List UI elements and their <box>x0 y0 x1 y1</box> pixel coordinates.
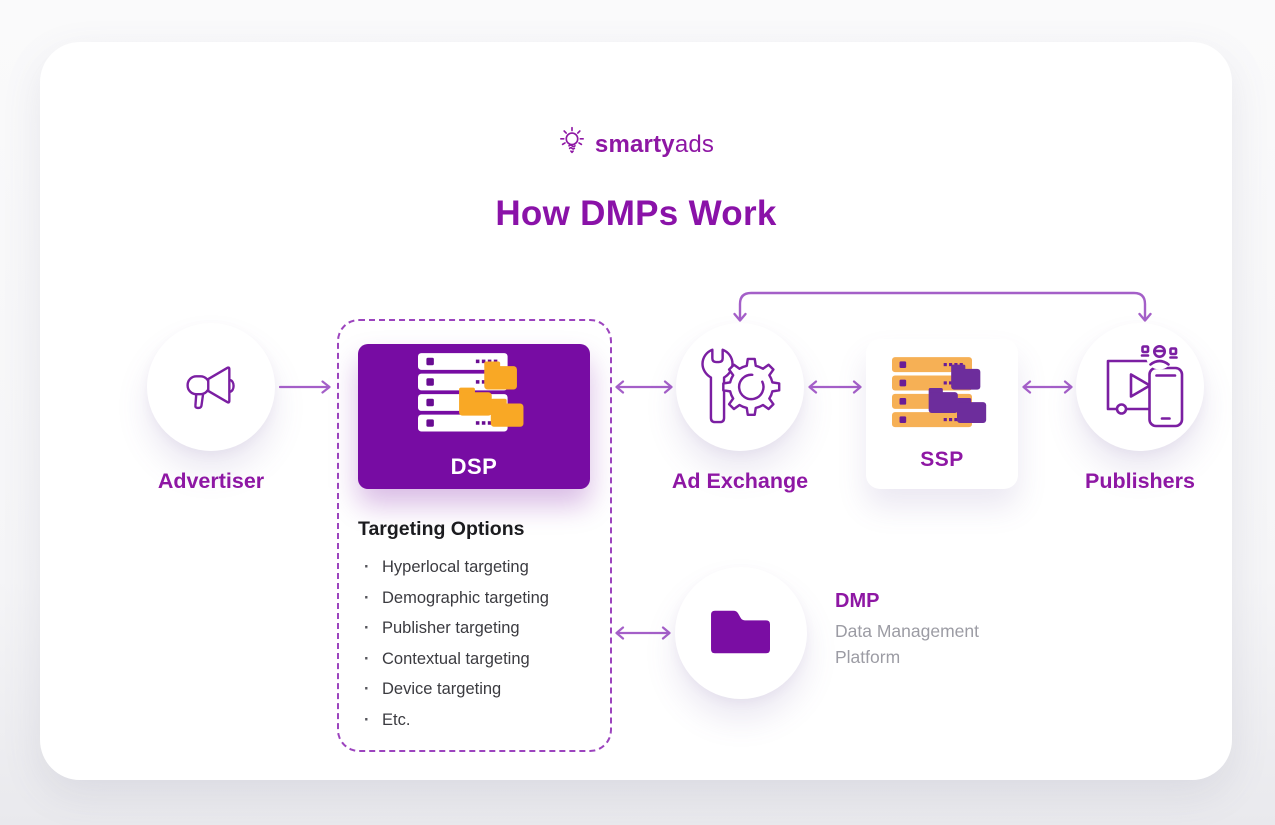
list-item: Contextual targeting <box>362 644 549 675</box>
ad-exchange-node <box>676 323 804 451</box>
list-item: Publisher targeting <box>362 613 549 644</box>
arrow-adexchange-publishers-loop <box>732 286 1153 328</box>
arrow-advertiser-dsp <box>279 380 335 394</box>
brand-name: smartyads <box>594 130 715 158</box>
targeting-options-list: Hyperlocal targeting Demographic targeti… <box>362 552 549 735</box>
brand-logo: smartyads <box>40 126 1232 163</box>
list-item: Device targeting <box>362 674 549 705</box>
targeting-options-heading: Targeting Options <box>358 518 525 540</box>
megaphone-icon <box>178 355 244 420</box>
folder-icon <box>703 602 779 665</box>
list-item: Demographic targeting <box>362 583 549 614</box>
arrow-adexchange-ssp <box>806 380 864 394</box>
dmp-node <box>675 567 807 699</box>
content-card: smartyads How DMPs Work Advertiser <box>40 42 1232 780</box>
dsp-node: DSP <box>358 344 590 489</box>
page-title: How DMPs Work <box>495 194 777 233</box>
ssp-label: SSP <box>920 447 964 471</box>
dsp-targeting-group <box>337 319 612 752</box>
list-item: Hyperlocal targeting <box>362 552 549 583</box>
publishers-node <box>1076 323 1204 451</box>
ssp-node: SSP <box>866 339 1018 489</box>
arrow-ssp-publishers <box>1020 380 1075 394</box>
lightbulb-icon <box>558 126 586 163</box>
dsp-label: DSP <box>450 454 498 479</box>
server-stack-icon <box>418 353 530 444</box>
dmp-label: DMP <box>835 590 880 612</box>
list-item: Etc. <box>362 705 549 736</box>
arrow-dsp-adexchange <box>613 380 675 394</box>
dmp-caption: DMP Data Management Platform <box>835 590 1007 670</box>
dmp-full-name: Data Management Platform <box>835 621 979 667</box>
video-player-phone-icon <box>1092 339 1188 436</box>
publishers-label: Publishers <box>1085 469 1195 493</box>
gear-wrench-icon <box>693 340 787 435</box>
advertiser-label: Advertiser <box>157 469 265 493</box>
advertiser-node <box>147 323 275 451</box>
server-stack-icon <box>892 356 992 439</box>
arrow-targeting-dmp <box>613 626 673 640</box>
ad-exchange-label: Ad Exchange <box>671 469 809 493</box>
